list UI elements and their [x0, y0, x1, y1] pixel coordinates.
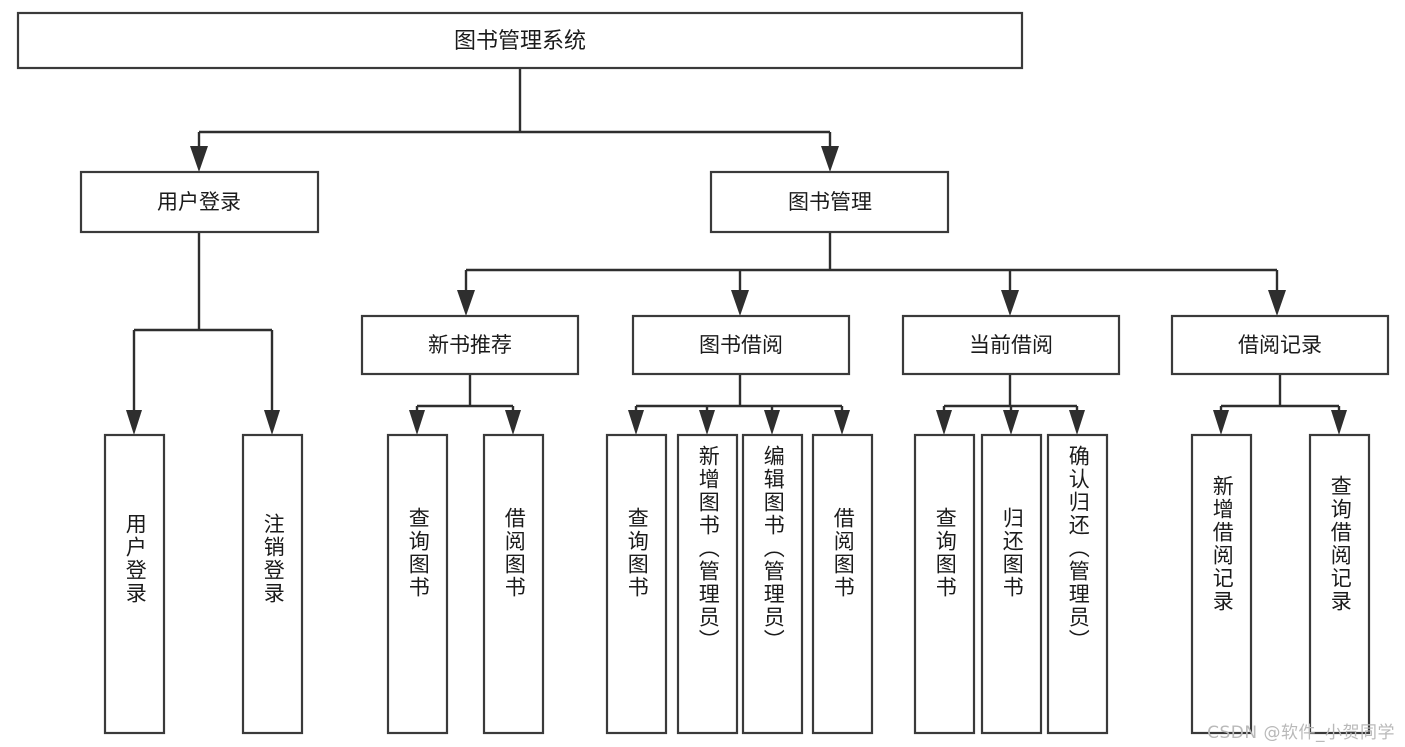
node-leaf-borrow-book-2-box[interactable]	[811, 433, 874, 735]
arrow-bookborrow-to-leaf-edit-book-admin	[764, 410, 780, 435]
arrow-bookmanage-to-currentborrow	[1001, 290, 1019, 316]
node-leaf-confirm-return-admin-box[interactable]	[1046, 433, 1109, 735]
arrow-root-to-book-manage	[821, 146, 839, 172]
node-leaf-query-book-3-box[interactable]	[913, 433, 976, 735]
arrow-currentborrow-to-leaf-confirm-return-admin	[1069, 410, 1085, 435]
node-user-login-box[interactable]	[79, 170, 320, 234]
arrow-newbook-to-leaf-borrow-book-1	[505, 410, 521, 435]
arrow-bookmanage-to-newbook	[457, 290, 475, 316]
arrow-borrowrecord-to-leaf-query-borrow-record	[1331, 410, 1347, 435]
arrow-bookmanage-to-borrowrecord	[1268, 290, 1286, 316]
node-leaf-borrow-book-1-box[interactable]	[482, 433, 545, 735]
csdn-watermark: CSDN @软件_小贺同学	[1207, 723, 1395, 743]
node-borrow-record-label: 借阅记录	[1238, 333, 1322, 357]
node-new-book-recommend-label: 新书推荐	[428, 333, 512, 357]
node-root-box[interactable]	[16, 11, 1024, 70]
node-layer: 图书管理系统 用户登录 图书管理 新书推荐 图书借阅 当前借阅 借阅记录	[16, 11, 1390, 735]
node-leaf-return-book-box[interactable]	[980, 433, 1043, 735]
node-root-label: 图书管理系统	[454, 29, 586, 54]
node-user-login-label: 用户登录	[157, 190, 241, 214]
arrow-bookmanage-to-bookborrow	[731, 290, 749, 316]
arrow-newbook-to-leaf-query-book-1	[409, 410, 425, 435]
arrow-userlogin-to-leaf-user-login	[126, 410, 142, 435]
arrow-currentborrow-to-leaf-return-book	[1003, 410, 1019, 435]
arrow-userlogin-to-leaf-user-logout	[264, 410, 280, 435]
node-leaf-user-logout-box[interactable]	[241, 433, 304, 735]
node-leaf-edit-book-admin-box[interactable]	[741, 433, 804, 735]
node-leaf-query-borrow-record-box[interactable]	[1308, 433, 1371, 735]
node-book-borrow-box[interactable]	[631, 314, 851, 376]
node-leaf-query-book-2-box[interactable]	[605, 433, 668, 735]
connector-layer	[126, 68, 1347, 435]
node-leaf-add-borrow-record-box[interactable]	[1190, 433, 1253, 735]
arrow-borrowrecord-to-leaf-add-borrow-record	[1213, 410, 1229, 435]
node-current-borrow-label: 当前借阅	[969, 333, 1053, 357]
node-new-book-recommend-box[interactable]	[360, 314, 580, 376]
arrow-root-to-user-login	[190, 146, 208, 172]
arrow-bookborrow-to-leaf-add-book-admin	[699, 410, 715, 435]
node-leaf-user-login-box[interactable]	[103, 433, 166, 735]
node-current-borrow-box[interactable]	[901, 314, 1121, 376]
node-borrow-record-box[interactable]	[1170, 314, 1390, 376]
arrow-currentborrow-to-leaf-query-book-3	[936, 410, 952, 435]
node-book-borrow-label: 图书借阅	[699, 333, 783, 357]
arrow-bookborrow-to-leaf-query-book-2	[628, 410, 644, 435]
node-book-manage-label: 图书管理	[788, 190, 872, 214]
node-leaf-add-book-admin-box[interactable]	[676, 433, 739, 735]
node-book-manage-box[interactable]	[709, 170, 950, 234]
arrow-bookborrow-to-leaf-borrow-book-2	[834, 410, 850, 435]
node-leaf-query-book-1-box[interactable]	[386, 433, 449, 735]
